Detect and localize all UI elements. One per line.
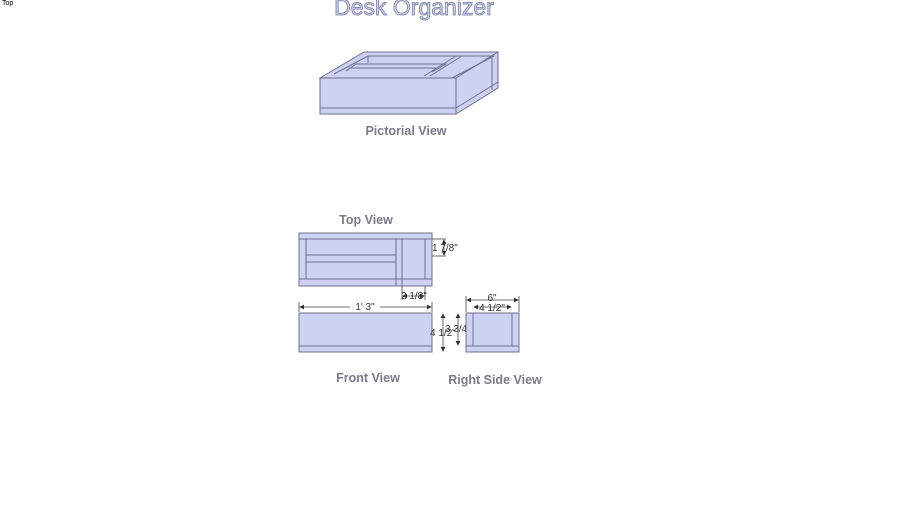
side-dims: 6" 4 1/2" <box>465 293 520 314</box>
pictorial-model <box>318 51 500 115</box>
front-dims: 1' 3" 4 1/2" 3 3/4" <box>298 300 471 352</box>
top-view-label: Top View <box>339 213 393 227</box>
front-view-label: Front View <box>336 371 400 385</box>
dim-front-length: 1' 3" <box>355 302 375 313</box>
right-side-view-label: Right Side View <box>448 373 542 387</box>
right-side-view <box>465 312 520 353</box>
dim-top-depth: 1 7/8" <box>432 243 458 254</box>
front-view <box>298 312 433 353</box>
drawing-title: Desk Organizer <box>334 0 494 20</box>
dim-front-height: 4 1/2" <box>430 328 456 339</box>
dim-front-inner-height: 3 3/4" <box>445 324 471 335</box>
top-dims: 1 7/8" 2 1/8" <box>401 238 458 302</box>
dim-side-width: 6" <box>487 293 497 304</box>
scene-tab[interactable]: Top <box>2 0 14 7</box>
dim-side-inner-width: 4 1/2" <box>479 303 505 314</box>
pictorial-view-label: Pictorial View <box>365 124 446 138</box>
top-view <box>298 232 433 287</box>
dim-top-width: 2 1/8" <box>401 291 427 302</box>
